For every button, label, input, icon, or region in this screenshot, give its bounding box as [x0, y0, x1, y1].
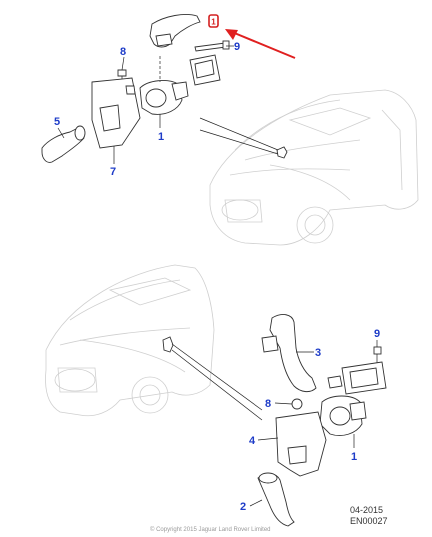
bracket-4-bottom — [275, 411, 327, 477]
callout-8-top: 8 — [120, 46, 126, 58]
module-top — [189, 54, 221, 86]
locator-part-top — [199, 117, 288, 159]
callout-8-bottom: 8 — [265, 398, 271, 410]
actuator-1-top — [139, 56, 189, 115]
actuator-1-bottom — [319, 395, 367, 436]
callout-9-bottom: 9 — [374, 328, 380, 340]
red-arrow — [225, 29, 296, 59]
duct-2-bottom — [257, 472, 295, 527]
highlight-marker-box — [208, 14, 219, 28]
callout-4-bottom: 4 — [249, 435, 256, 447]
leader-lines-top — [57, 45, 234, 164]
highlight-marker-label: 1 — [211, 18, 216, 27]
callout-1-bottom: 1 — [351, 451, 357, 463]
leader-lines-bottom — [249, 340, 378, 507]
duct-5-top — [41, 125, 86, 163]
car-illustration-top — [209, 89, 419, 246]
air-hose-top — [149, 13, 201, 48]
air-hose-3-bottom — [261, 314, 317, 393]
callout-9-top: 9 — [234, 41, 240, 53]
bolt-9-top — [194, 40, 230, 52]
footer-date: 04-2015 — [350, 505, 384, 515]
module-bottom — [327, 361, 387, 395]
footer-code: EN00027 — [350, 516, 388, 526]
callout-2-bottom: 2 — [240, 501, 246, 513]
locator-part-bottom — [162, 336, 263, 421]
callout-1-top: 1 — [158, 131, 164, 143]
callout-7-top: 7 — [110, 166, 116, 178]
bracket-7-top — [91, 77, 141, 149]
nut-8-bottom — [291, 398, 303, 410]
callout-3-bottom: 3 — [315, 347, 321, 359]
callout-5-top: 5 — [54, 116, 60, 128]
car-illustration-bottom — [45, 264, 215, 417]
footer-copyright: © Copyright 2015 Jaguar Land Rover Limit… — [150, 527, 271, 533]
